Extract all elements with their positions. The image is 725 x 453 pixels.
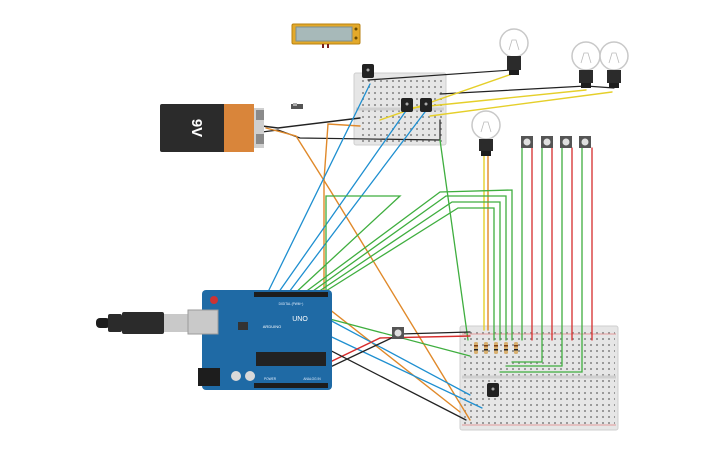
green-wire-4 [311, 201, 501, 341]
resistor-icon[interactable] [494, 342, 498, 354]
lcd-icon[interactable] [291, 23, 361, 48]
green-wire-6 [439, 139, 469, 341]
blue-wire-3 [285, 107, 429, 297]
wires [231, 69, 615, 421]
transistor-icon[interactable] [487, 383, 499, 397]
yellow-wire-3 [429, 91, 613, 117]
arduino-brand: ARDUINO [263, 324, 281, 329]
arduino-digital-label: DIGITAL (PWM~) [279, 302, 304, 306]
lightbulb-icon[interactable] [599, 41, 629, 88]
resistor-icon[interactable] [504, 342, 508, 354]
pushbutton-icon[interactable] [392, 327, 404, 339]
breadboard-small[interactable] [353, 72, 447, 146]
green-wire-3 [305, 195, 507, 341]
lightbulb-icon[interactable] [499, 28, 529, 75]
transistor-icon[interactable] [420, 98, 432, 112]
yellow-wire-1 [379, 73, 513, 121]
blue-wire-2 [275, 107, 409, 297]
blue-wire-4 [325, 317, 471, 396]
green-wire-5 [317, 207, 495, 341]
lightbulb-icon[interactable] [571, 41, 601, 88]
transistor-icon[interactable] [401, 98, 413, 112]
arduino-analog-label: ANALOG IN [303, 377, 321, 381]
resistor-icon[interactable] [484, 342, 488, 354]
lightbulb-icon[interactable] [471, 110, 501, 156]
usb-plug-icon[interactable] [96, 312, 190, 334]
battery-black-wire [261, 117, 361, 129]
pushbutton-icon[interactable] [521, 136, 533, 148]
button-green-wire-2 [511, 147, 543, 363]
arduino-power-label: POWER [264, 377, 277, 381]
pushbutton-icon[interactable] [579, 136, 591, 148]
battery-red-wire [261, 119, 441, 141]
lamp-black-wire-1 [367, 69, 513, 81]
blue-wire-1 [265, 83, 371, 297]
yellow-wire-2 [409, 89, 587, 109]
green-wire-2 [299, 189, 513, 341]
battery-label: 9V [188, 119, 205, 137]
resistor-icon[interactable] [514, 342, 518, 354]
arduino-model: UNO [292, 316, 308, 323]
breadboard-large[interactable] [459, 325, 619, 431]
pushbutton-icon[interactable] [560, 136, 572, 148]
slide-switch-icon[interactable] [291, 103, 303, 109]
transistor-icon[interactable] [362, 64, 374, 78]
battery-icon[interactable]: 9V [160, 104, 264, 152]
resistor-icon[interactable] [474, 342, 478, 354]
button-green-wire-4 [499, 147, 583, 373]
orange-wire-2 [265, 127, 471, 421]
button-green-wire-3 [505, 147, 563, 367]
arduino-board-icon[interactable]: DIGITAL (PWM~) ARDUINO UNO POWER ANALOG … [187, 290, 332, 390]
green-wire-1 [291, 195, 471, 357]
pushbutton-icon[interactable] [541, 136, 553, 148]
